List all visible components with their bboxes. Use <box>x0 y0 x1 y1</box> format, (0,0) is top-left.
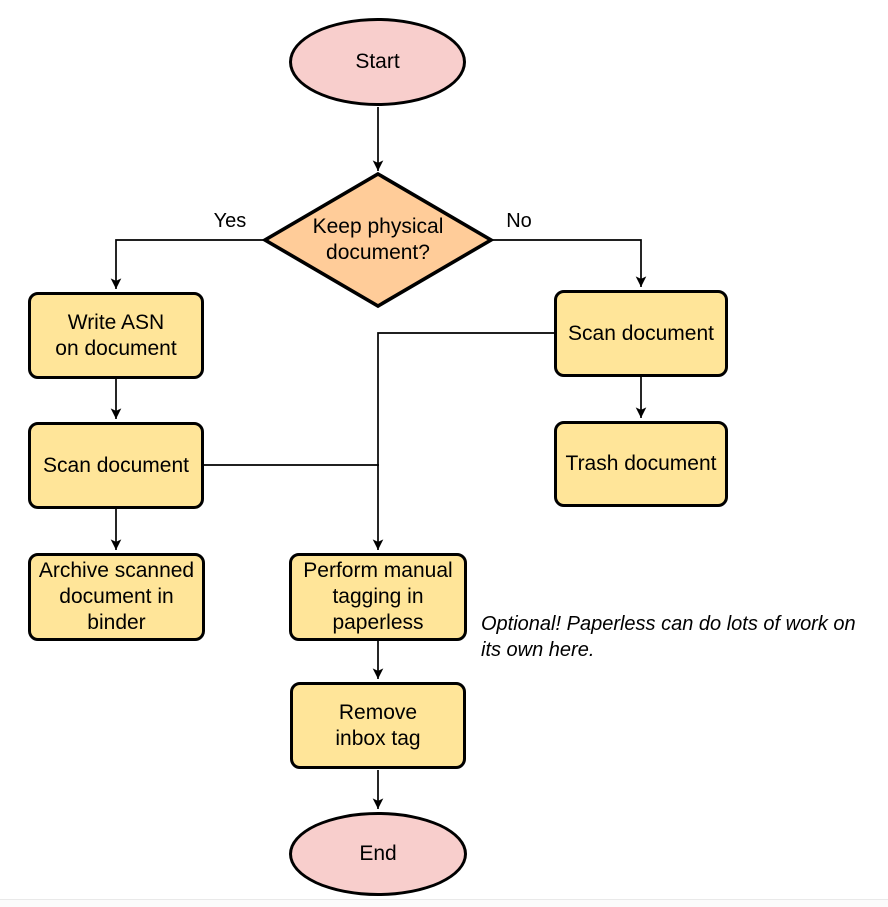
edge-label-yes: Yes <box>213 210 247 232</box>
node-remove-inbox-label: Remove inbox tag <box>335 700 421 750</box>
node-manual-tagging: Perform manual tagging in paperless <box>289 553 467 641</box>
node-scan-document-right: Scan document <box>554 290 728 377</box>
node-scan-document-left: Scan document <box>28 422 204 509</box>
node-archive-label: Archive scanned document in binder <box>38 559 195 634</box>
node-trash-document: Trash document <box>554 421 728 507</box>
node-remove-inbox-tag: Remove inbox tag <box>290 682 466 769</box>
node-archive-binder: Archive scanned document in binder <box>28 553 205 641</box>
node-start-label: Start <box>355 50 400 73</box>
node-end: End <box>289 812 467 896</box>
node-tagging-label: Perform manual tagging in paperless <box>303 559 453 634</box>
node-decision-label: Keep physical document? <box>290 213 466 267</box>
edge-scan-right-to-tagging <box>372 332 554 550</box>
decision-diamond-shape <box>261 171 495 309</box>
node-write-asn: Write ASN on document <box>28 292 204 379</box>
edge-decision-yes-to-write-asn <box>110 239 265 289</box>
edge-label-no: No <box>506 210 532 232</box>
node-trash-label: Trash document <box>565 452 717 475</box>
node-start: Start <box>289 18 466 106</box>
node-decision-text: Keep physical document? <box>312 215 444 264</box>
node-scan-left-label: Scan document <box>43 453 189 477</box>
optional-annotation: Optional! Paperless can do lots of work … <box>481 613 856 661</box>
node-write-asn-label: Write ASN on document <box>55 310 177 360</box>
node-scan-right-label: Scan document <box>568 321 714 345</box>
node-end-label: End <box>359 842 397 865</box>
edge-decision-no-to-scan-right <box>491 239 647 287</box>
page-bottom-edge <box>0 899 888 907</box>
